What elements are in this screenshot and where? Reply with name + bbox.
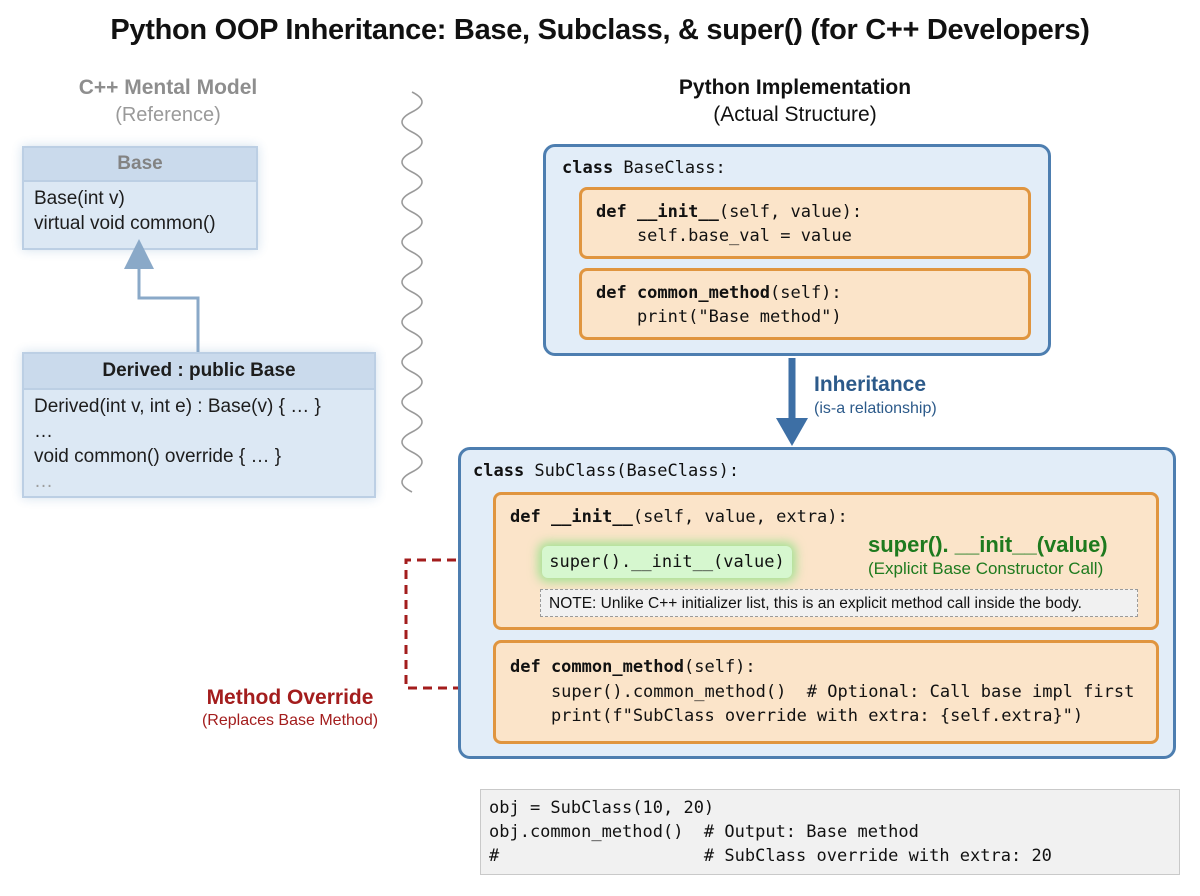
initializer-note: NOTE: Unlike C++ initializer list, this … <box>540 589 1138 617</box>
base-common-method: def common_method(self): print("Base met… <box>579 268 1031 340</box>
example-line: # # SubClass override with extra: 20 <box>489 846 1052 866</box>
method-params: (self): <box>770 283 842 303</box>
override-connector <box>404 545 494 690</box>
sub-common-body-line: print(f"SubClass override with extra: {s… <box>510 706 1084 726</box>
base-common-signature: def common_method(self): <box>596 281 842 305</box>
class-keyword: class <box>562 158 614 178</box>
cpp-base-member: virtual void common() <box>34 213 216 234</box>
cpp-model-subheading: (Reference) <box>115 104 221 126</box>
method-params: (self, value): <box>718 202 863 222</box>
cpp-derived-class-box: Derived : public Base Derived(int v, int… <box>22 352 376 498</box>
cpp-base-members: Base(int v) virtual void common() <box>24 182 256 240</box>
inheritance-label: Inheritance <box>814 373 927 396</box>
base-class-declaration: class BaseClass: <box>562 156 726 180</box>
sub-common-method: def common_method(self): super().common_… <box>493 640 1159 744</box>
method-params: (self, value, extra): <box>632 507 848 527</box>
page-title: Python OOP Inheritance: Base, Subclass, … <box>110 14 1090 46</box>
base-common-body: print("Base method") <box>596 307 842 327</box>
super-init-call: super().__init__(value) <box>542 546 792 578</box>
cpp-derived-member: … <box>34 471 53 492</box>
method-def: def common_method <box>596 283 770 303</box>
cpp-derived-members: Derived(int v, int e) : Base(v) { … } … … <box>24 390 374 498</box>
cpp-derived-member: … <box>34 421 53 442</box>
wavy-divider <box>401 91 423 493</box>
cpp-base-member: Base(int v) <box>34 188 125 209</box>
example-line: obj = SubClass(10, 20) <box>489 798 715 818</box>
method-def: def __init__ <box>510 507 633 527</box>
class-keyword: class <box>473 461 525 481</box>
sub-init-signature: def __init__(self, value, extra): <box>510 505 848 529</box>
cpp-derived-member: Derived(int v, int e) : Base(v) { … } <box>34 396 321 417</box>
python-subheading: (Actual Structure) <box>713 103 877 126</box>
super-call-label: super(). __init__(value) <box>868 532 1108 557</box>
sub-common-body-line: super().common_method() # Optional: Call… <box>510 682 1135 702</box>
base-class-name: BaseClass: <box>613 158 726 178</box>
base-init-method: def __init__(self, value): self.base_val… <box>579 187 1031 259</box>
python-heading: Python Implementation <box>678 76 912 99</box>
cpp-derived-class-name: Derived : public Base <box>24 354 374 390</box>
method-override-sublabel: (Replaces Base Method) <box>201 712 379 729</box>
super-call-sublabel: (Explicit Base Constructor Call) <box>868 559 1104 578</box>
method-def: def common_method <box>510 657 684 677</box>
method-override-label: Method Override <box>206 686 374 709</box>
usage-example-box: obj = SubClass(10, 20) obj.common_method… <box>480 789 1180 875</box>
inheritance-arrow-head <box>776 418 808 446</box>
sub-class-declaration: class SubClass(BaseClass): <box>473 459 739 483</box>
python-base-class-box: class BaseClass: def __init__(self, valu… <box>543 144 1051 356</box>
cpp-inheritance-arrow <box>124 239 200 352</box>
method-params: (self): <box>684 657 756 677</box>
sub-class-name: SubClass(BaseClass): <box>524 461 740 481</box>
cpp-derived-member: void common() override { … } <box>34 446 282 467</box>
base-init-signature: def __init__(self, value): <box>596 200 862 224</box>
base-init-body: self.base_val = value <box>596 226 852 246</box>
sub-common-signature: def common_method(self): <box>510 655 756 679</box>
inheritance-sublabel: (is-a relationship) <box>814 400 937 417</box>
example-line: obj.common_method() # Output: Base metho… <box>489 822 919 842</box>
method-def: def __init__ <box>596 202 719 222</box>
cpp-model-heading: C++ Mental Model <box>78 76 258 99</box>
cpp-base-class-name: Base <box>24 148 256 182</box>
